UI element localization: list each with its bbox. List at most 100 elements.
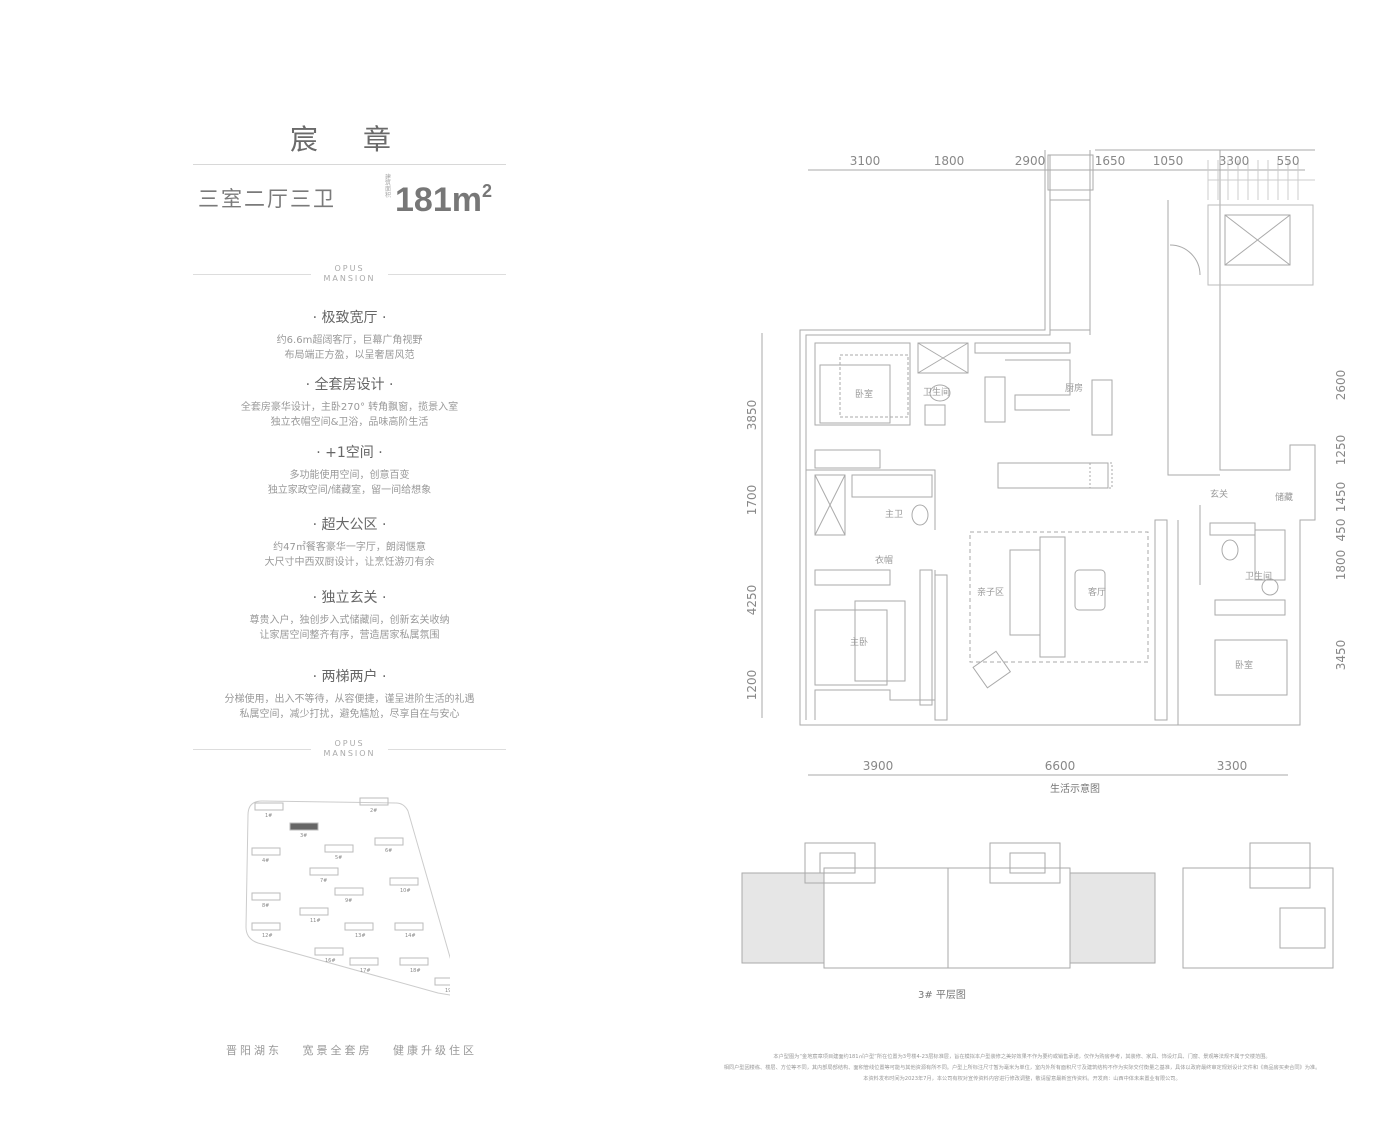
building-label: 16# xyxy=(325,958,336,964)
dim-top: 2900 xyxy=(1015,154,1046,168)
building-label: 10# xyxy=(400,888,411,894)
building-7-shape xyxy=(309,867,339,876)
dim-right: 1450 xyxy=(1334,482,1348,513)
disclaimer-line: 本资料发布时间为2023年7月，本公司有权对宣传资料内容进行修改调整，敬请留意最… xyxy=(863,1076,1181,1082)
building-2-shape xyxy=(359,797,389,806)
feature-desc: 约47㎡餐客豪华一字厅，朗阔惬意 xyxy=(273,542,426,553)
tagline: 晋阳湖东 宽景全套房 健康升级住区 xyxy=(226,1044,477,1057)
building-label: 17# xyxy=(360,968,371,974)
room-label-bedroom3: 卧室 xyxy=(1235,659,1253,671)
project-title: 宸 章 xyxy=(290,123,409,156)
building-label: 3# xyxy=(300,833,307,839)
divider xyxy=(193,164,506,165)
building-label: 11# xyxy=(310,918,321,924)
brand-line2: MANSION xyxy=(323,749,376,758)
dim-top: 3100 xyxy=(850,154,881,168)
feature-desc: 尊贵入户，独创步入式储藏间，创新玄关收纳 xyxy=(249,615,450,626)
feature-block: · 独立玄关 · 尊贵入户，独创步入式储藏间，创新玄关收纳让家居空间整齐有序，营造… xyxy=(193,587,506,643)
building-label: 12# xyxy=(262,933,273,939)
feature-title: · 全套房设计 · xyxy=(305,377,394,393)
building-1-shape xyxy=(254,802,284,811)
building-6-shape xyxy=(374,837,404,846)
dim-bottom: 6600 xyxy=(1045,759,1076,773)
area-value: 181m xyxy=(395,181,482,219)
feature-desc: 分梯使用，出入不等待，从容便捷，谨呈进阶生活的礼遇 xyxy=(224,694,475,705)
dim-right: 3450 xyxy=(1334,640,1348,671)
room-label-kitchen: 厨房 xyxy=(1065,382,1083,394)
dim-top: 1800 xyxy=(934,154,965,168)
layout-type: 三室二厅三卫 xyxy=(198,187,336,211)
building-14-shape xyxy=(394,922,424,931)
dim-left: 1700 xyxy=(745,485,759,516)
room-label-living: 客厅 xyxy=(1088,586,1106,598)
building-label: 5# xyxy=(335,855,342,861)
feature-desc: 独立衣帽空间&卫浴，品味高阶生活 xyxy=(270,417,429,428)
dim-bottom: 3300 xyxy=(1217,759,1248,773)
dim-bottom: 3900 xyxy=(863,759,894,773)
building-5-shape xyxy=(324,844,354,853)
feature-title: · 独立玄关 · xyxy=(312,590,387,606)
building-13-shape xyxy=(344,922,374,931)
brand-line1: OPUS xyxy=(334,264,365,273)
feature-desc: 独立家政空间/储藏室，留一间给想象 xyxy=(267,485,432,496)
disclaimer: 本户型图为“金地宸章项目建面约181㎡户型”所在位置为3号楼4-23层标准层，旨… xyxy=(722,1052,1322,1085)
feature-block: · 两梯两户 · 分梯使用，出入不等待，从容便捷，谨呈进阶生活的礼遇私属空间，减少… xyxy=(193,666,506,722)
feature-desc: 多功能使用空间，创意百变 xyxy=(289,470,410,481)
feature-desc: 让家居空间整齐有序，营造居家私属氛围 xyxy=(259,630,440,641)
area-prefix: 建筑面积 xyxy=(385,175,392,199)
room-label-closet: 衣帽 xyxy=(875,554,893,566)
feature-title: · 两梯两户 · xyxy=(312,669,387,685)
dim-right: 2600 xyxy=(1334,370,1348,401)
building-18-shape xyxy=(399,957,429,966)
building-label: 14# xyxy=(405,933,416,939)
building-3-shape xyxy=(289,822,319,831)
brand-divider-top: OPUS MANSION xyxy=(193,264,506,284)
building-label: 9# xyxy=(345,898,352,904)
feature-desc: 布局端正方盈，以呈奢居风范 xyxy=(284,350,415,361)
site-map: 1#2#3#4#5#6#7#8#9#10#11#12#13#14#16#17#1… xyxy=(245,797,450,996)
room-label-storage: 储藏 xyxy=(1275,491,1293,503)
feature-title: · +1空间 · xyxy=(316,445,383,461)
building-9-shape xyxy=(334,887,364,896)
feature-block: · 超大公区 · 约47㎡餐客豪华一字厅，朗阔惬意大尺寸中西双厨设计，让烹饪游刃有… xyxy=(193,514,506,570)
room-label-bath3: 卫生间 xyxy=(1245,570,1272,582)
building-16-shape xyxy=(314,947,344,956)
feature-block: · +1空间 · 多功能使用空间，创意百变独立家政空间/储藏室，留一间给想象 xyxy=(193,442,506,498)
room-label-bedroom2: 卧室 xyxy=(855,388,873,400)
building-label: 19# xyxy=(445,988,450,994)
building-label: 7# xyxy=(320,878,327,884)
building-8-shape xyxy=(251,892,281,901)
area-unit-sup: 2 xyxy=(481,181,492,201)
feature-desc: 约6.6m超阔客厅，巨幕广角视野 xyxy=(276,335,423,346)
building-17-shape xyxy=(349,957,379,966)
room-label-family: 亲子区 xyxy=(977,586,1004,598)
building-label: 1# xyxy=(265,813,272,819)
dim-top: 1650 xyxy=(1095,154,1126,168)
dim-left: 3850 xyxy=(745,400,759,431)
building-label: 8# xyxy=(262,903,269,909)
building-label: 18# xyxy=(410,968,421,974)
building-label: 6# xyxy=(385,848,392,854)
brand-line2: MANSION xyxy=(323,274,376,283)
feature-title: · 超大公区 · xyxy=(312,517,387,533)
building-19-shape xyxy=(434,977,450,986)
building-label: 13# xyxy=(355,933,366,939)
dim-right: 1800 xyxy=(1334,550,1348,581)
feature-desc: 大尺寸中西双厨设计，让烹饪游刃有余 xyxy=(264,557,435,568)
building-10-shape xyxy=(389,877,419,886)
feature-block: · 极致宽厅 · 约6.6m超阔客厅，巨幕广角视野布局端正方盈，以呈奢居风范 xyxy=(193,307,506,363)
disclaimer-line: 本户型图为“金地宸章项目建面约181㎡户型”所在位置为3号楼4-23层标准层，旨… xyxy=(773,1054,1271,1060)
room-label-master-bath: 主卫 xyxy=(885,508,903,520)
building-label: 4# xyxy=(262,858,269,864)
feature-block: · 全套房设计 ·全套房豪华设计，主卧270° 转角飘窗，揽景入室独立衣帽空间&… xyxy=(193,374,506,430)
dim-left: 1200 xyxy=(745,670,759,701)
feature-desc: 私属空间，减少打扰，避免尴尬，尽享自在与安心 xyxy=(239,709,460,720)
dim-right: 450 xyxy=(1334,519,1348,542)
dim-left: 4250 xyxy=(745,585,759,616)
room-label-bath2: 卫生间 xyxy=(923,386,950,398)
brand-line1: OPUS xyxy=(334,739,365,748)
feature-title: · 极致宽厅 · xyxy=(312,310,387,326)
dim-right: 1250 xyxy=(1334,435,1348,466)
